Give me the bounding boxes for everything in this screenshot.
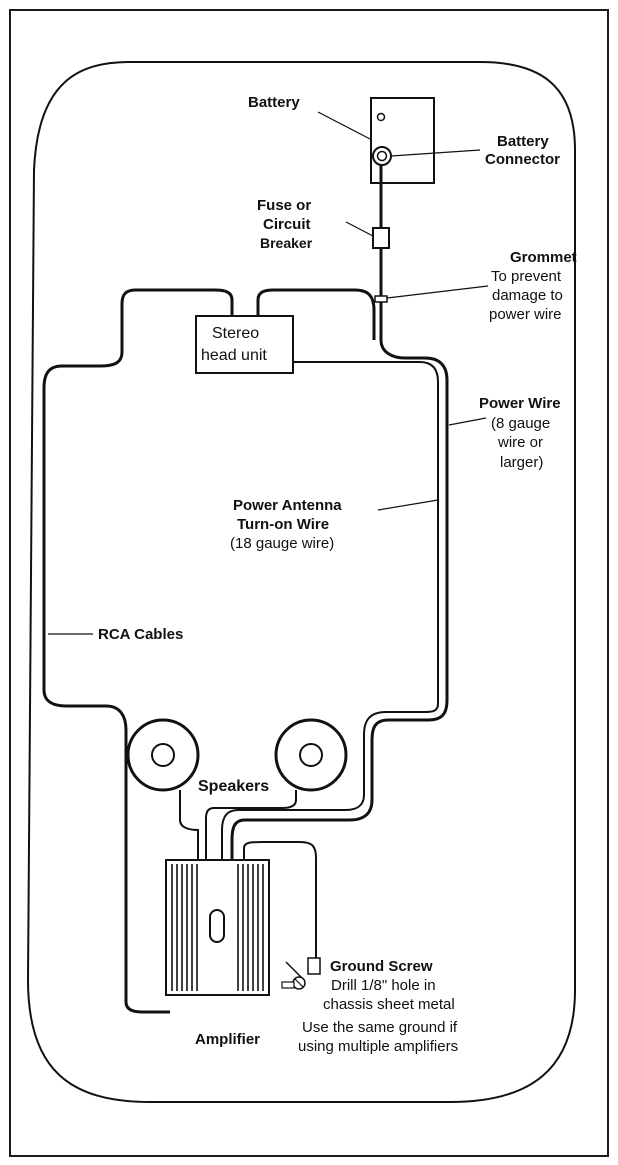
rca-cables-label: RCA Cables	[98, 626, 183, 643]
ground-screw-title: Ground Screw	[330, 958, 433, 975]
speakers-label: Speakers	[198, 778, 269, 795]
battery-label: Battery	[248, 94, 300, 111]
stereo-label-2: head unit	[201, 347, 267, 364]
battery-connector-label-2: Connector	[485, 151, 560, 168]
grommet-line-1: To prevent	[491, 268, 562, 285]
power-wire-line-3: larger)	[500, 454, 543, 471]
ground-line-4: using multiple amplifiers	[298, 1038, 458, 1055]
rca-cables-right	[256, 288, 376, 340]
antenna-label-3: (18 gauge wire)	[230, 535, 334, 552]
stereo-head-unit	[195, 315, 294, 374]
power-wire-title: Power Wire	[479, 395, 561, 412]
grommet-icon	[374, 295, 388, 303]
power-wire-line-1: (8 gauge	[491, 415, 550, 432]
battery-connector-icon	[372, 146, 392, 166]
stereo-label-1: Stereo	[212, 325, 259, 342]
battery-connector-inner	[376, 150, 388, 162]
power-wire-line-2: wire or	[497, 434, 543, 451]
amplifier-label: Amplifier	[195, 1031, 260, 1048]
ground-line-3: Use the same ground if	[302, 1019, 458, 1036]
rca-cables	[42, 288, 234, 1014]
antenna-label-1: Power Antenna	[233, 497, 342, 514]
battery-connector-label-1: Battery	[497, 133, 549, 150]
fuse-label-1: Fuse or	[257, 197, 311, 214]
leader-lines	[48, 111, 489, 635]
speaker-wire-left	[179, 790, 199, 860]
turn-on-wire	[221, 345, 439, 860]
ground-line-2: chassis sheet metal	[323, 996, 455, 1013]
ground-line-1: Drill 1/8" hole in	[331, 977, 436, 994]
amplifier-icon	[165, 859, 270, 996]
ground-screw-icon	[281, 957, 321, 990]
right-speaker-cone	[299, 743, 323, 767]
antenna-label-2: Turn-on Wire	[237, 516, 329, 533]
grommet-line-3: power wire	[489, 306, 562, 323]
speaker-wire-right	[205, 790, 297, 860]
left-speaker-cone	[151, 743, 175, 767]
grommet-title: Grommet	[510, 249, 577, 266]
battery-terminal-small	[376, 112, 386, 122]
fuse-label-3: Breaker	[260, 235, 313, 251]
car-body-outline	[26, 61, 576, 1103]
fuse-icon	[372, 227, 390, 249]
ground-wire	[243, 841, 317, 960]
fuse-label-2: Circuit	[263, 216, 311, 233]
power-wire	[230, 165, 449, 860]
grommet-line-2: damage to	[492, 287, 563, 304]
